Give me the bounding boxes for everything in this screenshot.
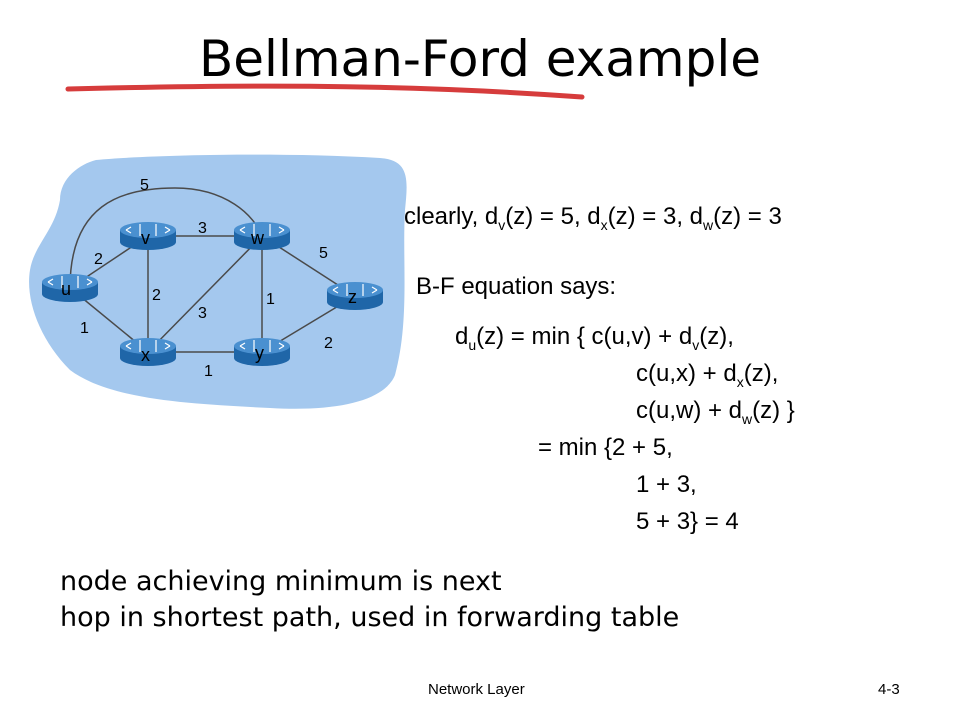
edge-x-w (147, 235, 263, 353)
network-graph: u v w x y z 5 3 2 5 2 3 1 1 2 1 (29, 154, 407, 409)
equation-line-5: 1 + 3, (636, 471, 697, 498)
footer-section-label: Network Layer (428, 681, 525, 698)
edge-cost-u-x: 1 (80, 320, 89, 337)
node-label-v: v (141, 228, 150, 248)
edge-cost-u-v: 2 (94, 251, 103, 268)
edge-cost-w-z: 5 (319, 245, 328, 262)
bf-equation-heading: B-F equation says: (416, 273, 617, 300)
equation-line-1: du(z) = min { c(u,v) + dv(z), (455, 323, 734, 353)
edge-cost-x-w: 3 (198, 305, 207, 322)
equation-line-4: = min {2 + 5, (538, 434, 673, 461)
footer-page-number: 4-3 (878, 681, 900, 698)
node-label-w: w (250, 228, 265, 248)
edge-cost-y-z: 2 (324, 335, 333, 352)
equation-line-6: 5 + 3} = 4 (636, 508, 739, 535)
node-label-z: z (348, 287, 357, 307)
edge-u-w (69, 187, 263, 289)
edge-cost-x-y: 1 (204, 363, 213, 380)
edge-cost-w-y: 1 (266, 291, 275, 308)
title-underline (65, 83, 585, 100)
edge-cost-v-w: 3 (198, 220, 207, 237)
edge-cost-u-w: 5 (140, 177, 149, 194)
note-line-2: hop in shortest path, used in forwarding… (60, 602, 680, 633)
equation-line-2: c(u,x) + dx(z), (636, 360, 779, 390)
node-label-x: x (141, 345, 150, 365)
clearly-statement: clearly, dv(z) = 5, dx(z) = 3, dw(z) = 3 (404, 203, 782, 233)
slide-title: Bellman-Ford example (198, 30, 761, 88)
equation-line-3: c(u,w) + dw(z) } (636, 397, 795, 427)
note-line-1: node achieving minimum is next (60, 566, 502, 597)
node-label-y: y (255, 343, 264, 363)
edge-cost-v-x: 2 (152, 287, 161, 304)
node-label-u: u (61, 279, 71, 299)
